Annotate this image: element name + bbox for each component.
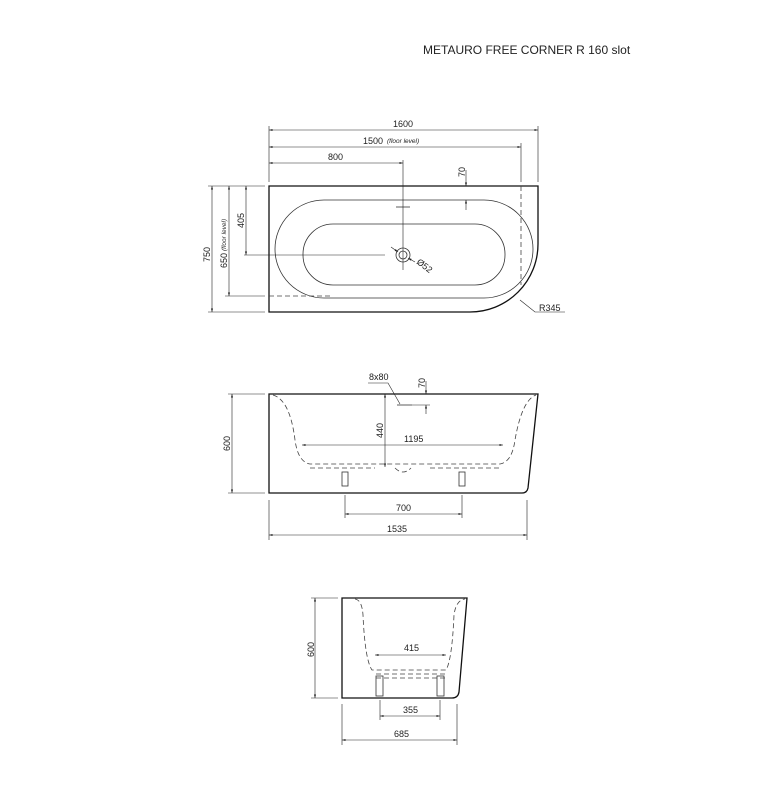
top-view: 1600 1500 (floor level) 800 70 750 650 (…: [202, 119, 565, 313]
foot-right: [458, 471, 466, 487]
drawing-title: METAURO FREE CORNER R 160 slot: [423, 43, 631, 57]
dim-floor-length: 1500: [363, 136, 383, 146]
dim-feet-spacing: 700: [396, 503, 411, 513]
dim-slot-offset: 70: [417, 378, 427, 388]
side-outline: [268, 393, 539, 494]
dim-width: 750: [202, 247, 212, 262]
dim-length: 1600: [393, 119, 413, 129]
dim-drain-depth: 440: [375, 423, 385, 438]
foot-left: [341, 471, 349, 487]
basin-outline: [302, 223, 506, 286]
drawing-line: [228, 382, 528, 540]
dim-base-width: 685: [394, 729, 409, 739]
drawing-line: [407, 257, 416, 263]
drawing-line: [310, 467, 500, 473]
drawing-line: [311, 597, 458, 745]
foot-right-end: [436, 675, 445, 697]
dim-drain-y: 405: [236, 213, 246, 228]
dim-height: 600: [222, 436, 232, 451]
foot-left-end: [375, 675, 384, 697]
dim-slot: 8x80: [369, 372, 389, 382]
drawing-line: [390, 246, 399, 253]
drawing-line: [376, 673, 445, 679]
dim-overflow: 70: [457, 167, 467, 177]
dim-drain-x: 800: [328, 152, 343, 162]
dim-inner-bottom-end: 415: [404, 643, 419, 653]
basin-profile-end: [354, 598, 466, 671]
side-view: 600 8x80 70 440 1195 700 1535: [222, 372, 539, 540]
end-outline: [341, 597, 468, 699]
floor-note: (floor level): [387, 138, 419, 145]
basin-profile: [272, 394, 537, 465]
dim-radius: R345: [539, 303, 561, 313]
top-outline: [268, 185, 539, 313]
drawing-line: [244, 126, 539, 270]
dim-height-end: 600: [306, 642, 316, 657]
dim-feet-spacing-end: 355: [403, 705, 418, 715]
dim-inner-bottom: 1195: [404, 434, 423, 444]
dimension-label: (floor level): [221, 219, 228, 251]
rim-outline: [274, 199, 534, 299]
end-view: 600 415 355 685: [306, 597, 468, 745]
dim-drain-diameter: Ø52: [415, 257, 435, 275]
floor-level-line: [269, 186, 522, 297]
drawing-line: [208, 185, 565, 313]
dim-base-length: 1535: [387, 524, 407, 534]
dim-floor-width: 650: [219, 253, 229, 268]
